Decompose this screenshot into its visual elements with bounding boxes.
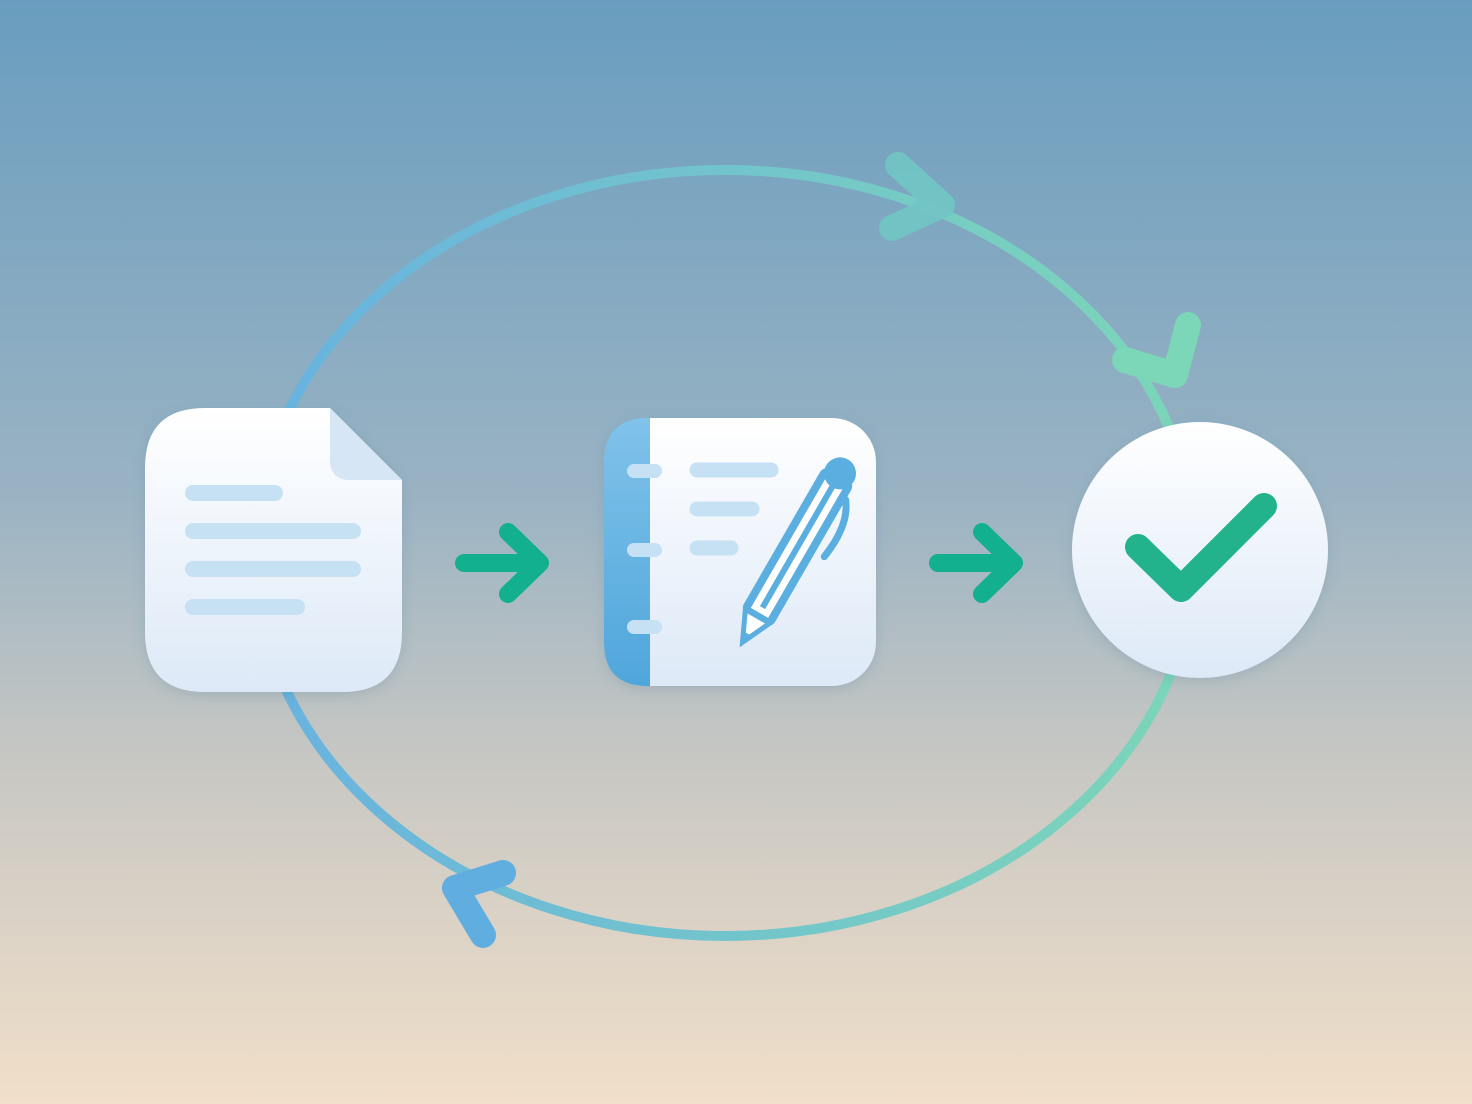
folded-corner	[330, 408, 402, 480]
document-lines	[185, 485, 361, 615]
loop-arrowhead-top	[879, 152, 955, 241]
arrow-right-icon	[929, 523, 1023, 603]
arrow-right-icon	[455, 523, 549, 603]
notebook-rings	[627, 464, 662, 634]
document-icon	[145, 408, 402, 692]
checkmark-circle-icon	[1072, 422, 1328, 678]
notebook-spine	[604, 418, 650, 686]
notebook-lines	[689, 462, 779, 556]
pencil-icon	[739, 457, 856, 648]
loop-arrowhead-bottom-left	[442, 860, 516, 948]
notebook-pencil-icon	[604, 418, 876, 686]
check-icon	[1125, 493, 1277, 602]
loop-arrowhead-right	[1112, 312, 1201, 388]
